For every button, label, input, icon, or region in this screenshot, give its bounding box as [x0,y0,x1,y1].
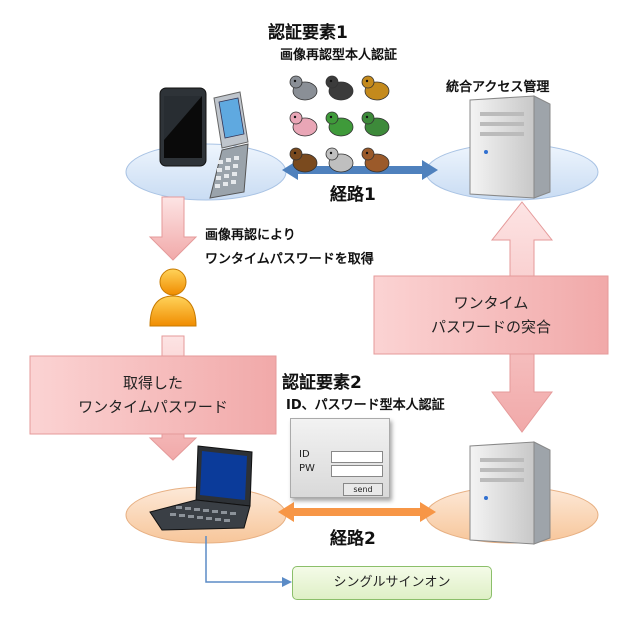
box-verify-text: ワンタイム パスワードの突合 [374,291,608,339]
route1-arrow [282,160,438,180]
server-bottom-icon [469,441,551,545]
step-get-otp-line2: ワンタイムパスワードを取得 [205,252,374,267]
user-person-icon [149,268,197,327]
login-form-illustration: ID PW send [290,418,390,498]
box-obtained-otp [29,355,277,435]
monkey-icon [361,147,390,173]
horse-icon [289,147,318,173]
rabbit-icon [289,111,318,137]
route2-label: 経路2 [330,529,376,549]
tiger-icon [361,75,390,101]
smartphone-icon [159,87,207,167]
flip-phone-icon [209,91,249,199]
sso-connector [205,536,292,587]
box-verify-line1: ワンタイム [453,294,529,312]
dragon-icon [325,111,354,137]
box-verify-line2: パスワードの突合 [430,318,551,336]
factor2-subtitle: ID、パスワード型本人認証 [286,398,445,413]
sheep-icon [325,147,354,173]
animal-image-grid [289,75,390,173]
laptop-icon [149,445,253,531]
mouse-icon [289,75,318,101]
login-pw-label: PW [299,463,315,474]
box-otp-verify [373,275,609,355]
route1-label: 経路1 [330,185,376,205]
factor1-title: 認証要素1 [268,23,348,43]
login-id-field [331,451,383,463]
sso-box: シングルサインオン [292,566,492,600]
login-send-button: send [343,483,383,496]
login-id-label: ID [299,449,310,460]
box-obtained-line1: 取得した [122,374,183,392]
factor1-subtitle: 画像再認型本人認証 [280,48,398,63]
box-obtained-text: 取得した ワンタイムパスワード [30,371,276,419]
factor2-title: 認証要素2 [282,373,362,393]
snake-icon [361,111,390,137]
route2-arrow [278,502,436,522]
login-pw-field [331,465,383,477]
arrow-phone-to-person [148,196,198,261]
server-label: 統合アクセス管理 [446,80,550,95]
box-obtained-line2: ワンタイムパスワード [78,398,228,416]
step-get-otp-line1: 画像再認により [205,228,296,243]
server-top-icon [469,95,551,199]
cow-icon [325,75,354,101]
